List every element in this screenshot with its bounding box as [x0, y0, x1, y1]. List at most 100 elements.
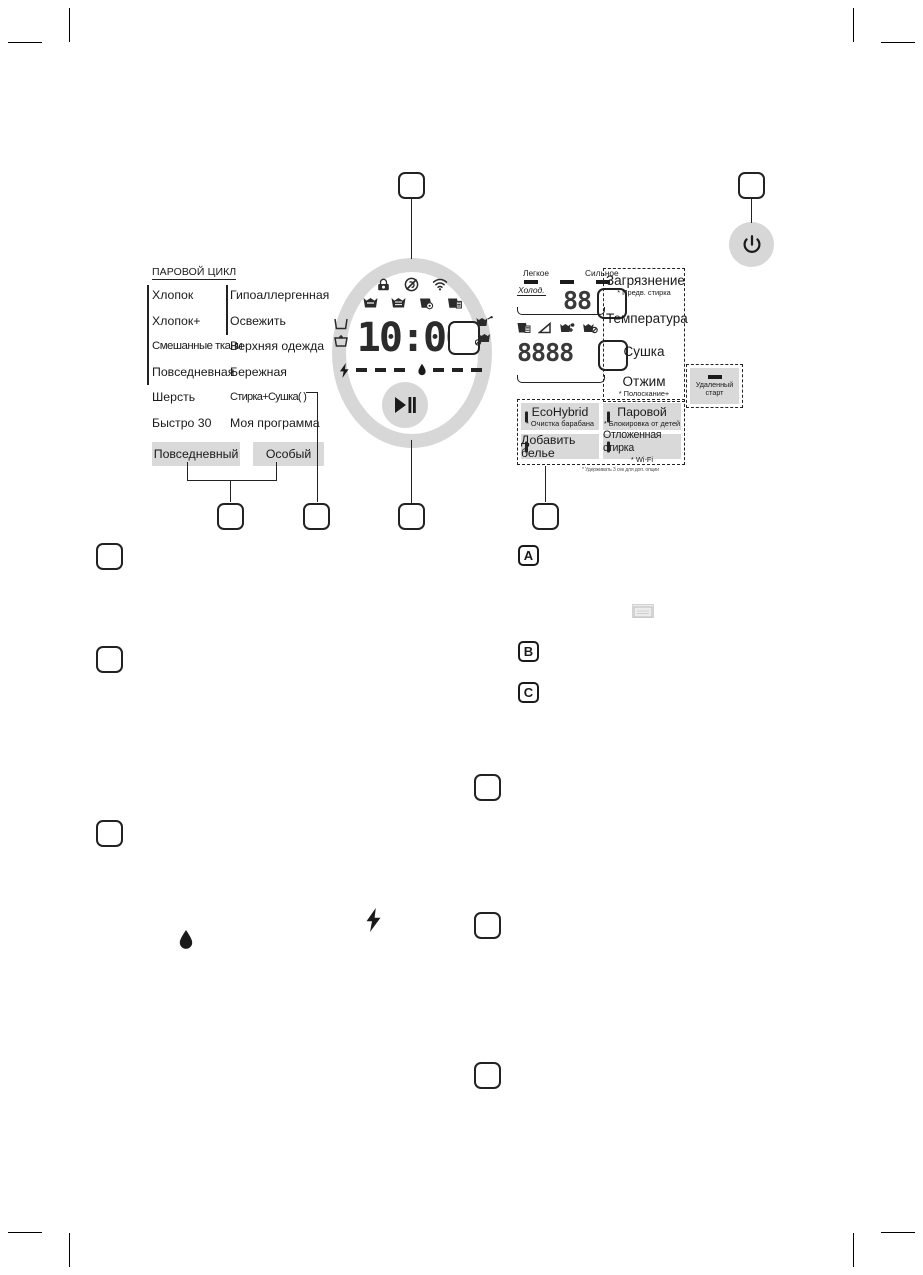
- washdry-lead-h: [306, 392, 318, 394]
- trim-mark-tl-h: [8, 42, 42, 43]
- lightning-icon: [339, 362, 349, 378]
- label-soil-title: Загрязнение: [606, 273, 685, 288]
- course-item-my-program[interactable]: Моя программа: [230, 415, 320, 430]
- laundry-block-icon: [475, 334, 490, 346]
- steam-group-bar-right: [226, 285, 228, 335]
- course-item-cotton-plus[interactable]: Хлопок+: [152, 313, 201, 328]
- course-item-cotton[interactable]: Хлопок: [152, 288, 194, 302]
- trim-mark-br-v: [853, 1233, 854, 1267]
- dry-icon-row: [516, 319, 745, 336]
- trim-mark-tr-h: [881, 42, 915, 43]
- lcd-care-icon-row: [332, 294, 492, 313]
- garment-care-icon-4: [447, 298, 462, 309]
- steam-group-bar-left: [147, 285, 149, 385]
- option-button-delay-wash[interactable]: Отложенная стирка * Wi-Fi: [603, 429, 681, 464]
- laundry-add-icon: [476, 316, 493, 326]
- child-lock-icon: [378, 278, 389, 290]
- level-dash-3: [393, 368, 405, 372]
- trim-mark-br-h: [881, 1232, 915, 1233]
- callout-left-3: [96, 820, 123, 847]
- add-laundry-indicator: [525, 441, 528, 452]
- callout-right-3: [474, 1062, 501, 1089]
- course-item-outerwear[interactable]: Верхняя одежда: [230, 339, 325, 353]
- label-dry-title: Сушка: [623, 344, 665, 359]
- remote-start-dashed-border: [686, 364, 743, 408]
- start-pause-button[interactable]: [382, 382, 428, 428]
- callout-letter-b: B: [518, 641, 539, 662]
- rinse-dash-1: [432, 368, 444, 372]
- soil-segment-1: [524, 280, 538, 284]
- label-dry[interactable]: Сушка: [606, 345, 682, 359]
- course-item-wool[interactable]: Шерсть: [152, 390, 196, 404]
- lcd-status-icon-row: [332, 276, 492, 293]
- option-steam-title: Паровой: [617, 404, 667, 419]
- soil-segment-2: [560, 280, 574, 284]
- lcd-display: 10:00: [332, 276, 493, 378]
- steam-indicator: [607, 411, 610, 422]
- lcd-level-row: [332, 362, 492, 378]
- wifi-icon: [432, 278, 448, 291]
- option-steam-sub: * Блокировка от детей: [603, 418, 681, 428]
- garment-care-icon-3: [419, 298, 433, 310]
- ecohybrid-indicator: [525, 411, 528, 422]
- label-spin[interactable]: Отжим * Полоскание+: [606, 374, 682, 399]
- option-buttons-dashed-border: [517, 399, 685, 465]
- course-item-quick-30[interactable]: Быстро 30: [152, 415, 212, 430]
- temperature-segments: 88: [563, 286, 592, 315]
- label-soil[interactable]: Загрязнение * Предв. стирка: [606, 273, 685, 298]
- garment-icon-2: [391, 298, 405, 308]
- remote-start-label: Удаленный старт: [695, 379, 734, 397]
- course-item-mixed-fabrics[interactable]: Смешанные ткани: [152, 340, 243, 352]
- callout-letter-c: C: [518, 682, 539, 703]
- label-column-dashed-border: [603, 268, 685, 402]
- lcd-selection-box[interactable]: [448, 321, 480, 355]
- options-footnote: * Удерживать 3 сек для доп. опции: [582, 467, 659, 473]
- option-button-add-laundry[interactable]: Добавить белье: [521, 433, 599, 459]
- option-ecohybrid-sub: * Очистка барабана: [525, 418, 595, 428]
- course-item-everyday[interactable]: Повседневная: [152, 364, 235, 379]
- trim-mark-tr-v: [853, 8, 854, 42]
- lightning-glyph: [366, 908, 381, 932]
- power-callout-lead: [751, 197, 753, 223]
- label-temperature[interactable]: Температура: [606, 311, 688, 326]
- wash-basin-icon: [334, 318, 348, 330]
- option-button-steam[interactable]: Паровой * Блокировка от детей: [603, 403, 681, 430]
- dry-icon-1: [517, 322, 531, 333]
- course-item-wash-dry[interactable]: Стирка+Сушка( ): [230, 391, 307, 403]
- category-button-special[interactable]: Особый: [253, 442, 324, 466]
- category-button-row: Повседневный Особый: [152, 442, 324, 466]
- options-panel: Легкое Сильное Холод. 88: [515, 268, 745, 371]
- water-drop-icon: [417, 363, 426, 376]
- label-soil-sub: * Предв. стирка: [617, 288, 671, 297]
- play-pause-icon: [395, 397, 416, 413]
- level-dash-2: [374, 368, 386, 372]
- remote-start-indicator: [707, 374, 722, 379]
- course-grid: Хлопок Гипоаллергенная Хлопок+ Освежить …: [147, 283, 330, 436]
- course-item-refresh[interactable]: Освежить: [230, 313, 286, 328]
- power-button[interactable]: [729, 222, 774, 267]
- callout-right-2: [474, 912, 501, 939]
- lcd-time-row: 10:00: [332, 314, 493, 361]
- option-delay-wash-title: Отложенная стирка: [603, 429, 662, 454]
- dry-icon-2: [538, 321, 551, 333]
- category-button-everyday[interactable]: Повседневный: [152, 442, 241, 466]
- label-spin-title: Отжим: [622, 374, 666, 389]
- options-bracket-lead: [545, 466, 547, 502]
- temperature-selection-box[interactable]: [597, 288, 627, 319]
- dry-icon-3: [560, 322, 575, 332]
- garment-icon-1: [363, 298, 377, 308]
- course-item-hypoallergenic[interactable]: Гипоаллергенная: [230, 288, 330, 302]
- program-dial[interactable]: 10:00: [332, 258, 493, 458]
- temperature-cold-label: Холод.: [517, 285, 546, 296]
- course-item-delicate[interactable]: Бережная: [230, 364, 287, 379]
- label-temperature-title: Температура: [606, 311, 688, 326]
- option-button-ecohybrid[interactable]: EcoHybrid * Очистка барабана: [521, 403, 599, 430]
- callout-options: [532, 503, 559, 530]
- rinse-dash-2: [451, 368, 463, 372]
- callout-start-pause: [398, 503, 425, 530]
- dry-icon-4: [583, 323, 598, 333]
- trim-mark-tl-v: [69, 8, 70, 42]
- remote-start-button[interactable]: Удаленный старт: [690, 368, 739, 404]
- level-dash-1: [355, 368, 367, 372]
- spin-brace: [517, 375, 605, 383]
